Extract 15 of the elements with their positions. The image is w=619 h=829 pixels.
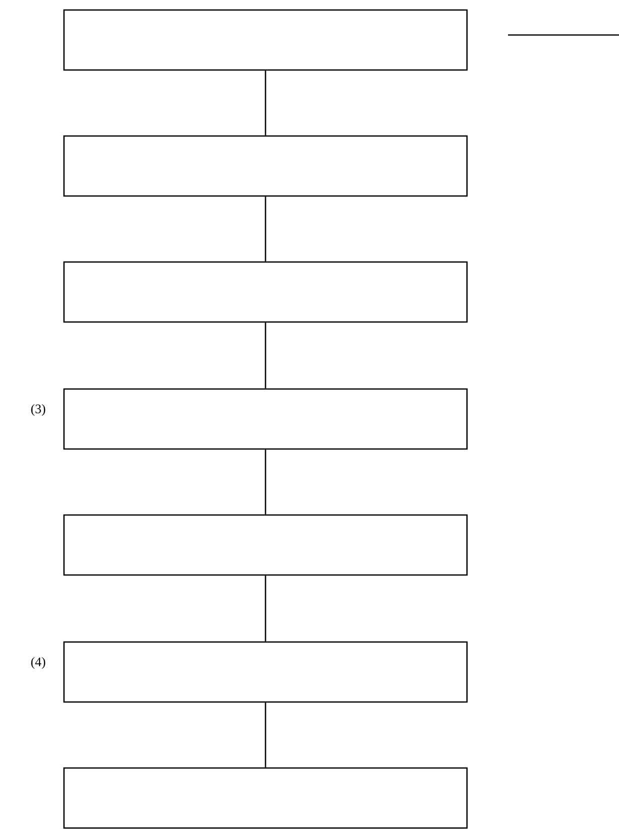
step-label: (3) <box>31 404 46 416</box>
process-box <box>63 767 468 829</box>
connector-line <box>264 576 266 642</box>
process-box <box>63 514 468 576</box>
process-box <box>63 135 468 197</box>
process-box <box>63 9 468 71</box>
connector-line <box>264 196 266 262</box>
process-box <box>63 261 468 323</box>
step-label: (4) <box>31 657 46 669</box>
connector-line <box>264 702 266 768</box>
process-box <box>63 641 468 703</box>
process-box <box>63 388 468 450</box>
connector-line <box>264 450 266 514</box>
connector-line <box>264 70 266 136</box>
connector-line <box>264 322 266 388</box>
